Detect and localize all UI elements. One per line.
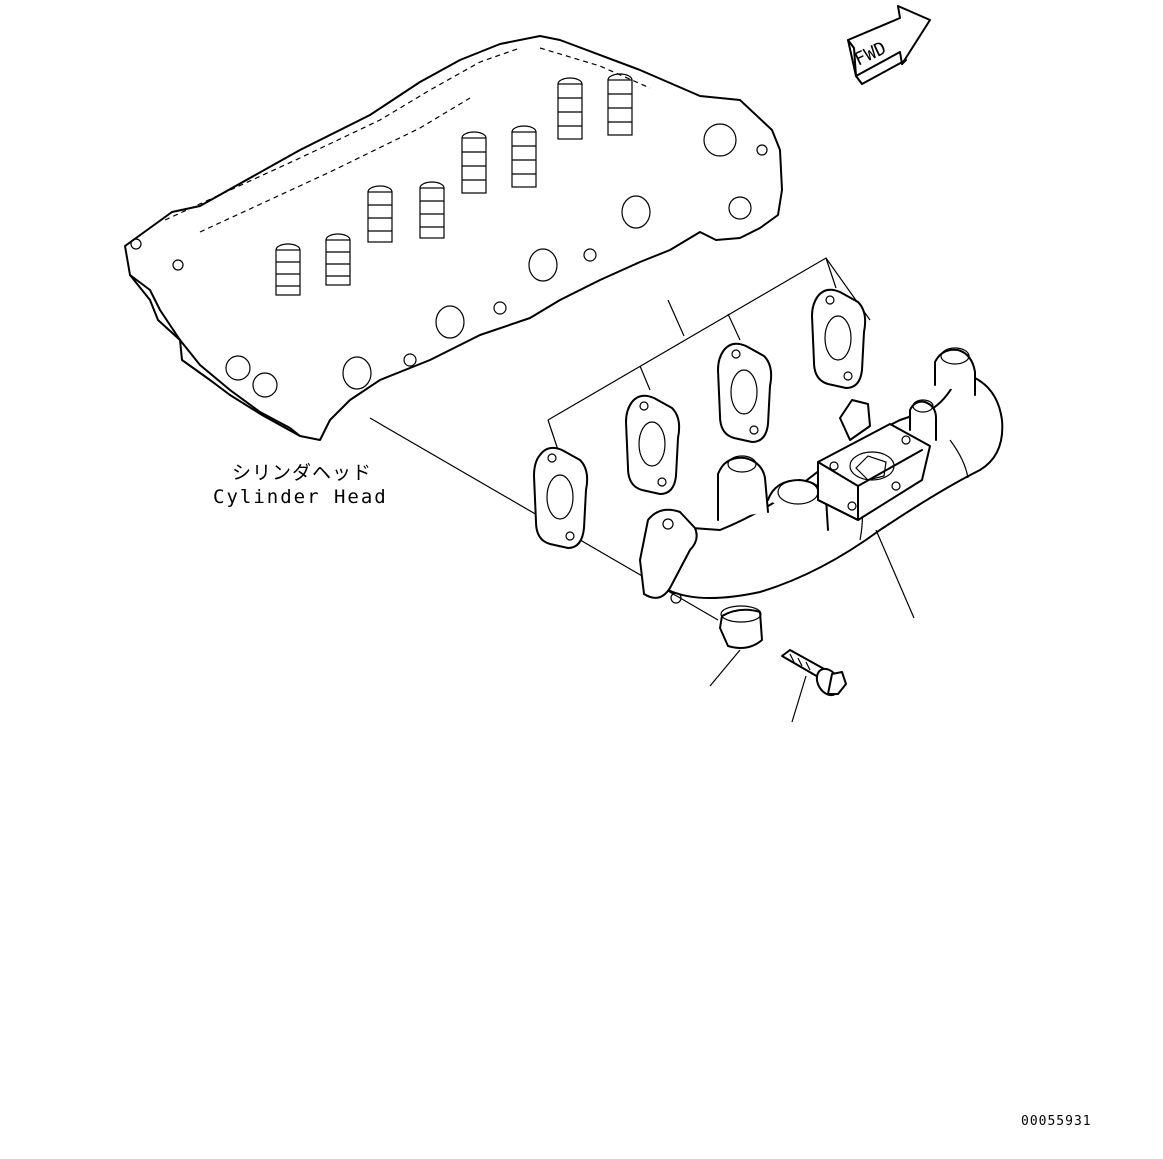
gasket-3 [717, 342, 773, 443]
cylinder-head [124, 35, 783, 441]
gasket-1 [533, 446, 589, 549]
gasket-4 [811, 288, 867, 389]
valve-springs [275, 73, 633, 296]
spacer-sleeve [719, 605, 763, 649]
document-number: 00055931 [1021, 1114, 1092, 1129]
gasket-2 [625, 394, 681, 495]
bolt-callout-line [791, 675, 807, 723]
exhaust-ports [130, 123, 768, 398]
turbo-flange [817, 423, 931, 521]
gasket-callout [547, 257, 871, 451]
cylinder-head-label-jp: シリンダヘッド [232, 462, 373, 484]
flange-bolt [781, 649, 847, 697]
fwd-arrow-icon: FWD [847, 5, 931, 85]
manifold-leader-line [875, 529, 915, 619]
exhaust-manifold-gaskets [533, 288, 867, 549]
cylinder-head-label-en: Cylinder Head [213, 486, 388, 508]
spacer-callout-line [709, 649, 741, 687]
exhaust-manifold [639, 347, 1004, 604]
